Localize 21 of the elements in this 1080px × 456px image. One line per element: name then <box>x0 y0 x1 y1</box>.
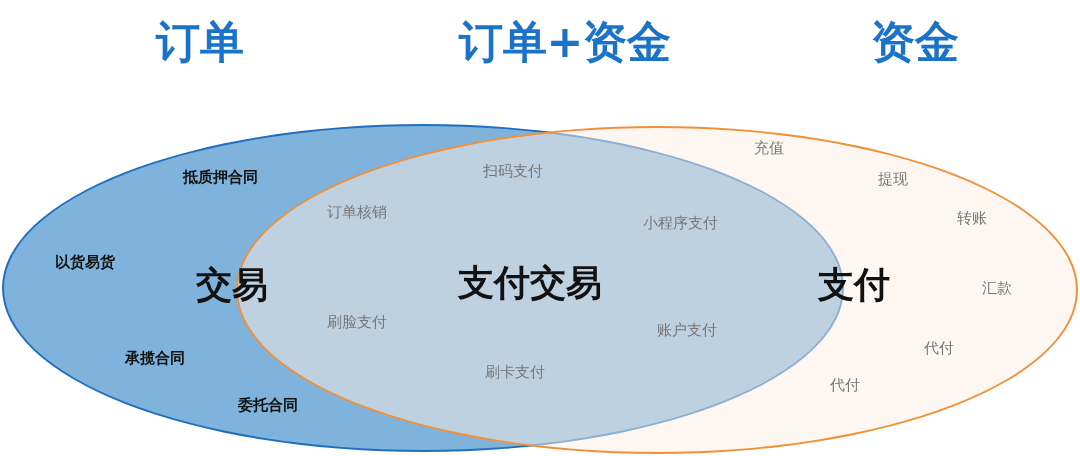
overlap-label: 支付交易 <box>458 260 602 305</box>
item-label: 刷卡支付 <box>485 362 545 382</box>
item-label: 提现 <box>878 169 908 189</box>
item-label: 充值 <box>754 138 784 158</box>
item-label: 承揽合同 <box>125 348 185 368</box>
category-heading: 资金 <box>871 14 959 69</box>
item-label: 代付 <box>924 338 954 358</box>
item-label: 以货易货 <box>55 252 115 272</box>
category-heading: 订单 <box>156 14 244 69</box>
item-label: 小程序支付 <box>642 213 718 233</box>
item-label: 抵质押合同 <box>182 167 258 187</box>
item-label: 转账 <box>957 208 987 228</box>
item-label: 账户支付 <box>657 320 717 340</box>
item-label: 汇款 <box>982 278 1012 298</box>
item-label: 委托合同 <box>238 395 298 415</box>
category-heading: 订单+资金 <box>458 14 672 69</box>
item-label: 订单核销 <box>327 202 387 222</box>
set-label: 支付 <box>818 262 890 307</box>
item-label: 代付 <box>830 375 860 395</box>
item-label: 扫码支付 <box>483 161 543 181</box>
item-label: 刷脸支付 <box>327 312 387 332</box>
